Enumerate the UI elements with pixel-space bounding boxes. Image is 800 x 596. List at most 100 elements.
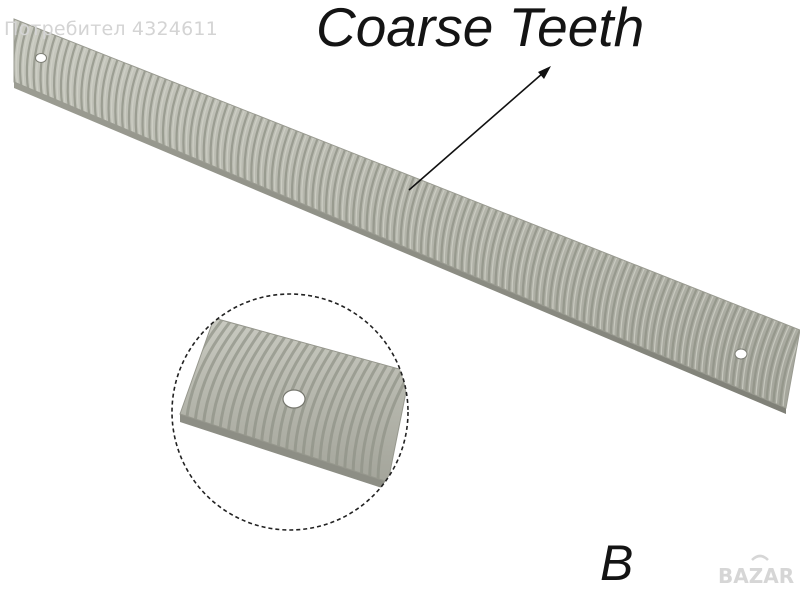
tooth-groove bbox=[304, 138, 319, 208]
tooth-groove bbox=[311, 141, 326, 211]
tooth-groove bbox=[270, 124, 284, 194]
tooth-groove bbox=[440, 193, 457, 266]
tooth-highlight bbox=[287, 131, 301, 201]
tooth-groove bbox=[657, 280, 677, 357]
tooth-groove bbox=[100, 56, 112, 123]
tooth-groove bbox=[236, 111, 250, 180]
tooth-highlight bbox=[558, 240, 577, 315]
tooth-groove bbox=[704, 299, 726, 377]
tooth-highlight bbox=[185, 90, 197, 158]
tooth-highlight bbox=[613, 262, 632, 338]
zoom-tooth-groove bbox=[243, 336, 286, 439]
tooth-highlight bbox=[192, 93, 204, 161]
tooth-highlight bbox=[714, 303, 735, 381]
tooth-groove bbox=[677, 288, 698, 366]
tooth-groove bbox=[772, 326, 795, 406]
tooth-groove bbox=[175, 86, 188, 154]
tooth-groove bbox=[229, 108, 243, 177]
tooth-highlight bbox=[775, 328, 797, 407]
tooth-groove bbox=[670, 285, 691, 363]
mounting-hole-left bbox=[35, 53, 47, 63]
tooth-highlight bbox=[606, 259, 625, 335]
tooth-groove bbox=[93, 54, 105, 120]
tooth-highlight bbox=[436, 191, 452, 264]
tooth-highlight bbox=[22, 25, 32, 89]
tooth-groove bbox=[243, 114, 257, 183]
zoom-tooth-groove bbox=[218, 330, 263, 431]
tooth-highlight bbox=[477, 207, 494, 281]
tooth-highlight bbox=[308, 139, 321, 209]
tooth-groove bbox=[575, 247, 595, 323]
tooth-highlight bbox=[42, 33, 53, 98]
tooth-groove bbox=[609, 261, 629, 337]
tooth-highlight bbox=[470, 205, 487, 278]
coarse-teeth bbox=[14, 19, 800, 408]
zoom-mounting-hole bbox=[282, 389, 306, 409]
tooth-highlight bbox=[525, 227, 542, 301]
tooth-highlight bbox=[15, 22, 25, 86]
tooth-highlight bbox=[660, 281, 680, 358]
tooth-groove bbox=[487, 212, 505, 286]
tooth-groove bbox=[690, 294, 712, 371]
tooth-groove bbox=[697, 296, 719, 374]
tooth-groove bbox=[480, 209, 498, 283]
tooth-highlight bbox=[667, 284, 687, 361]
tooth-groove bbox=[345, 154, 360, 226]
zoom-tooth-groove bbox=[301, 351, 341, 458]
tooth-highlight bbox=[674, 287, 694, 364]
tooth-highlight bbox=[29, 27, 39, 92]
tooth-groove bbox=[413, 182, 429, 254]
tooth-groove bbox=[324, 146, 340, 217]
tooth-highlight bbox=[104, 57, 115, 124]
tooth-highlight bbox=[212, 101, 225, 169]
tooth-highlight bbox=[592, 254, 611, 329]
tooth-groove bbox=[636, 272, 657, 348]
tooth-groove bbox=[379, 168, 395, 240]
zoom-tooth-groove bbox=[210, 327, 255, 428]
tooth-groove bbox=[589, 253, 608, 328]
tooth-groove bbox=[263, 122, 278, 191]
tooth-highlight bbox=[687, 292, 708, 370]
tooth-highlight bbox=[647, 276, 666, 352]
tooth-highlight bbox=[124, 66, 135, 132]
tooth-groove bbox=[399, 176, 415, 248]
tooth-groove bbox=[474, 206, 491, 280]
tooth-groove bbox=[127, 67, 140, 134]
tooth-highlight bbox=[396, 175, 411, 247]
zoom-tooth-groove bbox=[293, 349, 333, 455]
tooth-highlight bbox=[70, 44, 80, 109]
tooth-highlight bbox=[314, 142, 328, 212]
tooth-groove bbox=[616, 264, 636, 340]
tooth-highlight bbox=[572, 246, 590, 321]
tooth-highlight bbox=[382, 169, 397, 241]
tooth-highlight bbox=[90, 52, 101, 118]
tooth-groove bbox=[541, 234, 560, 308]
tooth-highlight bbox=[626, 268, 645, 344]
tooth-highlight bbox=[640, 273, 659, 349]
tooth-highlight bbox=[341, 153, 356, 224]
tooth-highlight bbox=[768, 325, 790, 404]
tooth-highlight bbox=[450, 197, 466, 269]
tooth-highlight bbox=[491, 213, 508, 287]
tooth-highlight bbox=[240, 112, 252, 181]
tooth-groove bbox=[751, 318, 774, 397]
tooth-highlight bbox=[233, 109, 246, 178]
tooth-highlight bbox=[117, 63, 128, 129]
tooth-groove bbox=[528, 228, 546, 303]
tooth-highlight bbox=[138, 71, 149, 138]
zoom-tooth-groove bbox=[185, 321, 231, 420]
tooth-highlight bbox=[443, 194, 459, 267]
tooth-groove bbox=[724, 307, 746, 386]
tooth-highlight bbox=[110, 60, 121, 126]
tooth-groove bbox=[121, 65, 133, 131]
tooth-highlight bbox=[464, 202, 480, 275]
tooth-groove bbox=[467, 204, 484, 277]
tooth-groove bbox=[433, 190, 450, 263]
tooth-highlight bbox=[545, 235, 563, 309]
callout-arrow bbox=[408, 66, 551, 191]
tooth-highlight bbox=[172, 85, 184, 152]
tooth-groove bbox=[385, 171, 402, 243]
tooth-highlight bbox=[741, 314, 763, 392]
tooth-groove bbox=[223, 105, 236, 174]
